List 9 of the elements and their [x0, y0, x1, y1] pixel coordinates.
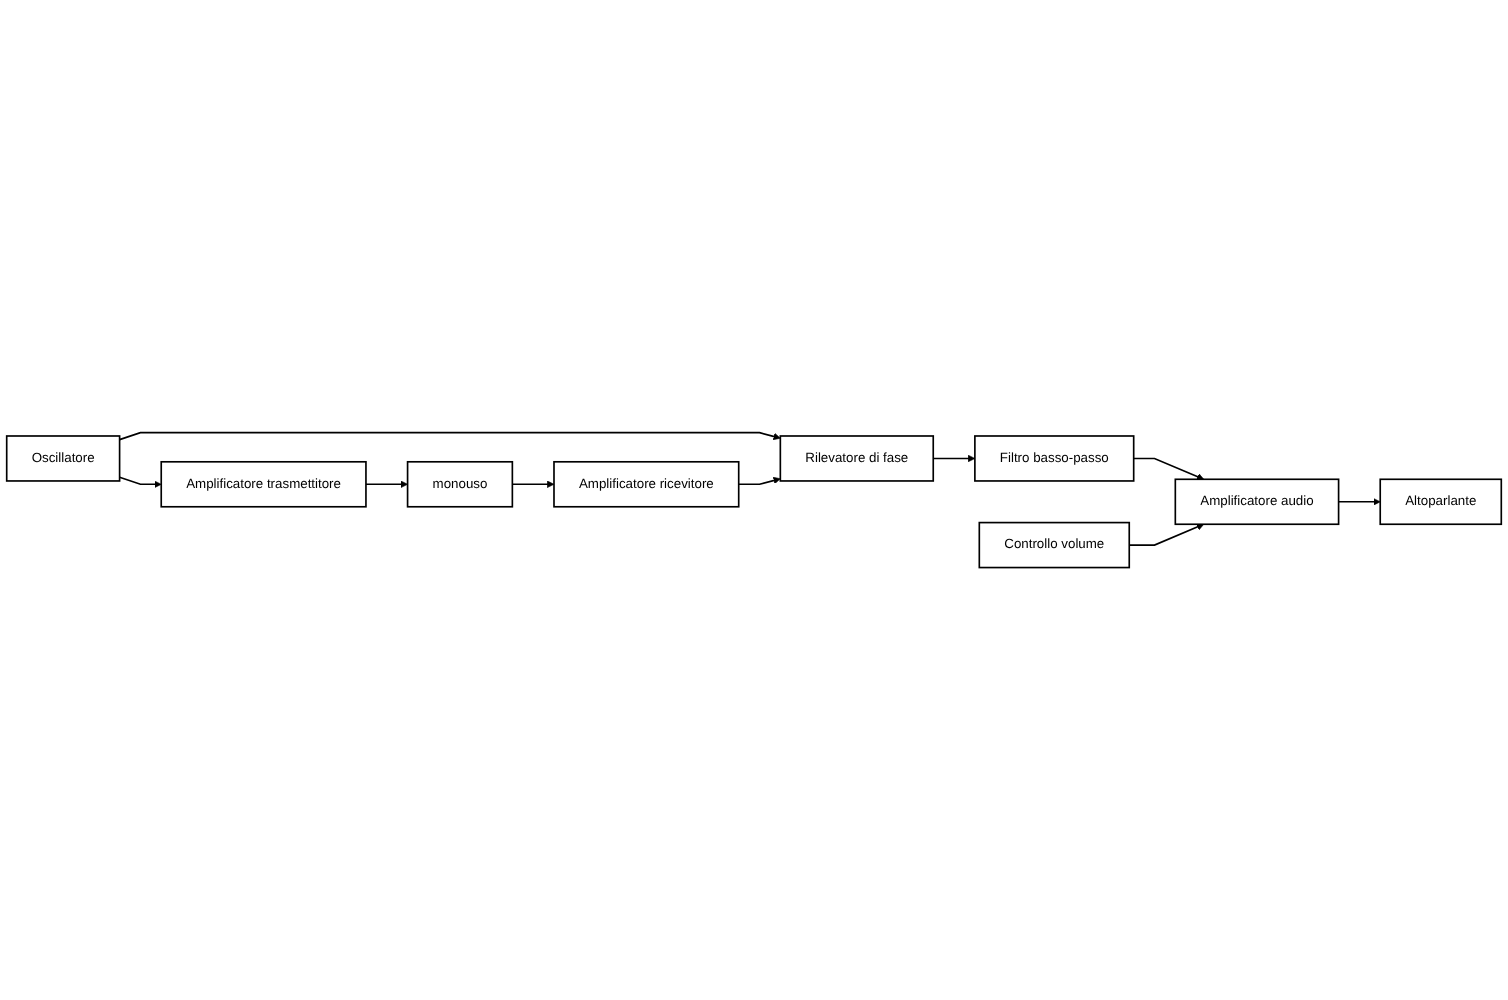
arrow — [737, 476, 781, 485]
arrow — [932, 454, 976, 462]
arrow — [1337, 498, 1381, 506]
arrow — [365, 480, 408, 488]
arrow — [1132, 457, 1205, 480]
arrow — [1128, 523, 1205, 546]
arrow — [511, 480, 555, 488]
arrow — [118, 476, 162, 488]
arrow — [118, 431, 781, 441]
